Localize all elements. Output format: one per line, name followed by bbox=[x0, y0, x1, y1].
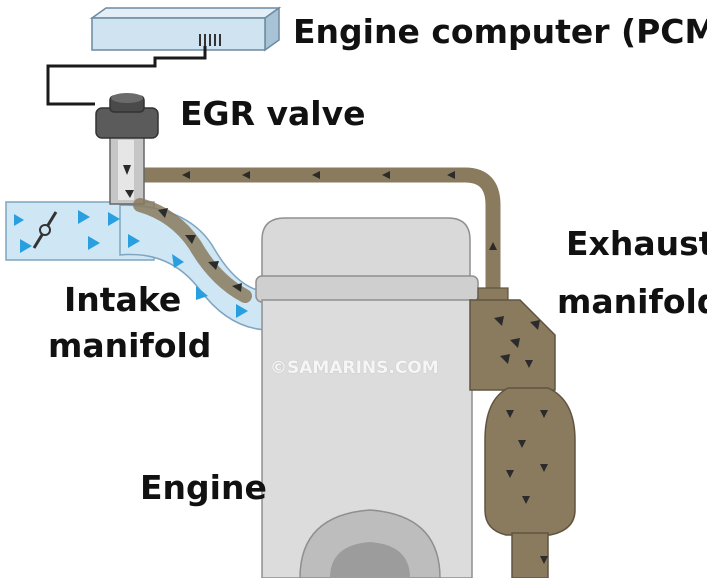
engine bbox=[255, 217, 479, 578]
exhaust-arrow bbox=[506, 470, 514, 478]
pcm-wire bbox=[46, 46, 207, 106]
exhaust-arrow bbox=[540, 464, 548, 472]
exhaust-flow-arrows bbox=[123, 165, 548, 564]
exhaust-arrow bbox=[540, 556, 548, 564]
air-arrow bbox=[14, 214, 24, 226]
exhaust-arrow bbox=[506, 410, 514, 418]
exhaust-arrow bbox=[242, 171, 250, 179]
exhaust-arrow bbox=[158, 208, 168, 218]
air-arrow bbox=[172, 254, 184, 268]
exhaust-arrow bbox=[510, 338, 520, 348]
exhaust-manifold-label-line2: manifold bbox=[557, 282, 707, 321]
engine-computer-box bbox=[89, 6, 282, 52]
exhaust-manifold bbox=[469, 287, 556, 391]
air-arrow bbox=[108, 212, 120, 226]
air-arrow bbox=[128, 234, 140, 248]
watermark: ©SAMARINS.COM bbox=[270, 358, 439, 378]
air-arrow bbox=[236, 304, 248, 318]
engine-label: Engine bbox=[140, 468, 267, 507]
pcm-connector-pins bbox=[199, 34, 221, 46]
exhaust-arrow bbox=[489, 242, 497, 250]
intake-manifold-label-line1: Intake bbox=[64, 280, 182, 319]
exhaust-arrow bbox=[494, 316, 504, 326]
exhaust-arrow bbox=[518, 440, 526, 448]
exhaust-arrow bbox=[530, 320, 540, 330]
air-arrow bbox=[88, 236, 100, 250]
exhaust-arrow bbox=[382, 171, 390, 179]
exhaust-arrow bbox=[500, 354, 510, 364]
pcm-label: Engine computer (PCM) bbox=[293, 12, 707, 51]
exhaust-arrow bbox=[525, 360, 533, 368]
exhaust-arrow bbox=[182, 171, 190, 179]
air-arrow bbox=[78, 210, 90, 224]
exhaust-arrow bbox=[232, 283, 242, 292]
egr-valve-label: EGR valve bbox=[180, 94, 366, 133]
air-arrow bbox=[20, 239, 32, 253]
exhaust-arrow bbox=[312, 171, 320, 179]
exhaust-arrow bbox=[447, 171, 455, 179]
exhaust-arrow bbox=[522, 496, 530, 504]
catalytic-converter bbox=[484, 387, 576, 578]
throttle-valve bbox=[32, 211, 58, 249]
exhaust-arrow bbox=[185, 235, 196, 244]
egr-valve bbox=[95, 93, 159, 205]
exhaust-arrow bbox=[540, 410, 548, 418]
exhaust-manifold-label-line1: Exhaust bbox=[566, 224, 707, 263]
exhaust-arrow bbox=[208, 261, 219, 270]
air-flow-arrows bbox=[14, 210, 248, 318]
intake-manifold-label-line2: manifold bbox=[48, 326, 212, 365]
egr-gas-flow bbox=[133, 198, 252, 303]
egr-pipe bbox=[140, 167, 501, 292]
exhaust-arrow bbox=[123, 165, 131, 175]
air-arrow bbox=[196, 286, 208, 300]
exhaust-arrow bbox=[125, 190, 134, 198]
